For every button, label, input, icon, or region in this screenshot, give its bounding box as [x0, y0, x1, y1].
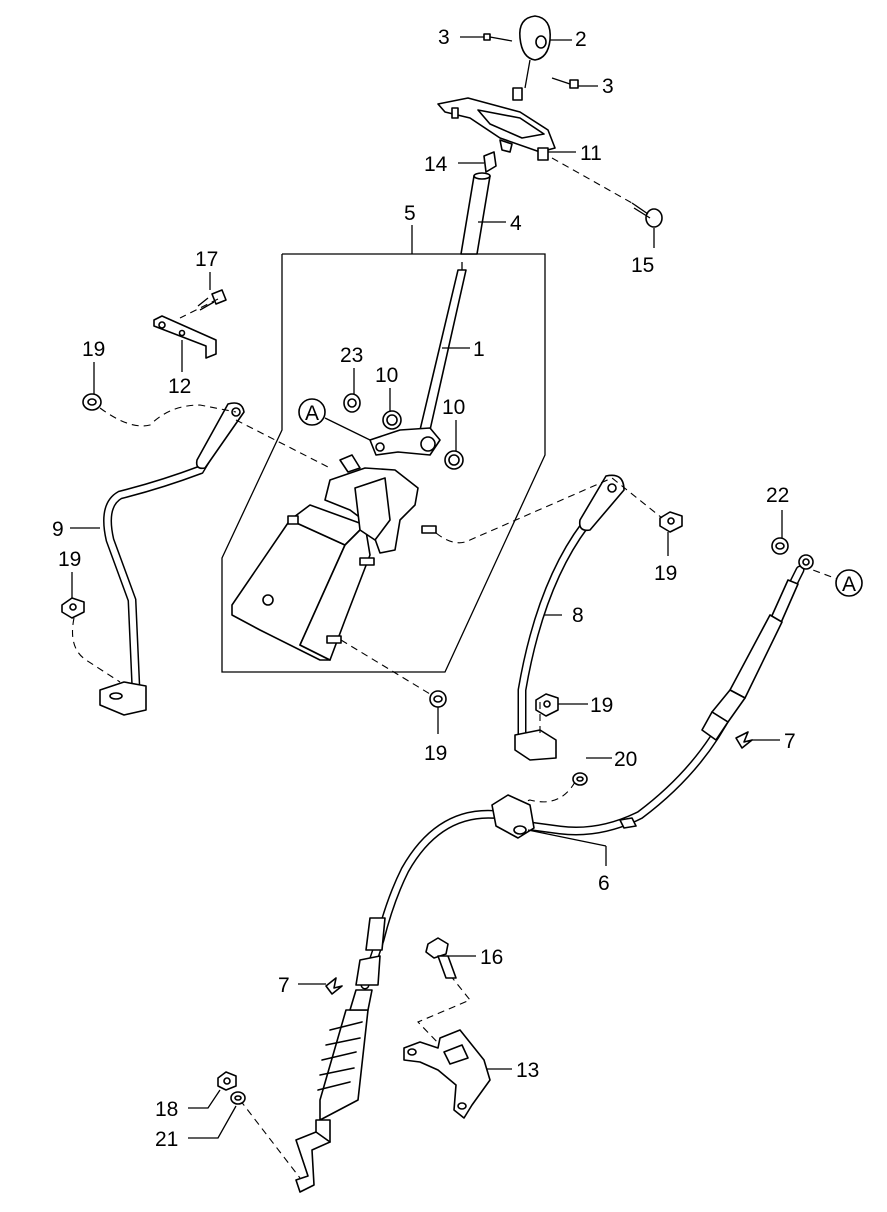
label-1: 1 [473, 338, 485, 361]
dashed-leaders [71, 298, 841, 1179]
part-labels: 3 2 3 11 14 5 4 15 17 1 19 23 10 12 10 2… [52, 26, 796, 1151]
label-3-top-left: 3 [438, 26, 450, 49]
label-19-top-left: 19 [82, 338, 105, 361]
label-13: 13 [516, 1059, 539, 1082]
clip-7-lower [325, 977, 343, 995]
label-10-right: 10 [442, 396, 465, 419]
reference-a-upper: A [298, 398, 371, 441]
label-19-center: 19 [424, 742, 447, 765]
label-11: 11 [580, 142, 602, 165]
label-9: 9 [52, 518, 64, 541]
label-7-upper: 7 [784, 730, 796, 753]
screw-3-right [551, 77, 579, 89]
label-21: 21 [155, 1128, 178, 1151]
washer-21 [230, 1091, 246, 1105]
nut-19-lower-right [535, 693, 559, 717]
nut-23 [343, 393, 361, 413]
label-19-mid-left: 19 [58, 548, 81, 571]
clip-14 [483, 151, 497, 173]
label-7-lower: 7 [278, 974, 290, 997]
bracket-13 [403, 1029, 491, 1119]
tube-4[interactable] [460, 172, 491, 255]
label-18: 18 [155, 1098, 178, 1121]
nut-19-center [429, 690, 447, 708]
nut-19-right [659, 511, 683, 533]
label-8: 8 [572, 604, 584, 627]
bushing-10-left [382, 410, 402, 430]
bracket-rod-8[interactable] [514, 474, 625, 761]
screw-15 [631, 202, 663, 228]
reference-a-right-label: A [842, 573, 856, 596]
label-12: 12 [168, 375, 191, 398]
label-16: 16 [480, 946, 503, 969]
shift-cable[interactable] [295, 554, 814, 1193]
label-2: 2 [575, 28, 587, 51]
washer-20 [572, 772, 588, 786]
label-20: 20 [614, 748, 637, 771]
clip-7-upper [735, 731, 753, 749]
bracket-12 [153, 315, 217, 359]
label-19-right: 19 [654, 562, 677, 585]
label-5: 5 [404, 202, 416, 225]
label-3-top-right: 3 [602, 75, 614, 98]
reference-a-right: A [835, 569, 863, 597]
label-22: 22 [766, 484, 789, 507]
label-4: 4 [510, 212, 522, 235]
label-10-left: 10 [375, 364, 398, 387]
label-19-lower-right: 19 [590, 694, 613, 717]
assembly-box-5 [221, 225, 546, 673]
label-15: 15 [631, 254, 654, 277]
nut-19-left-top [82, 393, 102, 411]
indicator-plate[interactable] [437, 97, 556, 161]
bushing-10-right [444, 450, 464, 470]
bolt-16 [425, 937, 457, 979]
label-6: 6 [598, 872, 610, 895]
nut-18 [217, 1071, 237, 1091]
label-23: 23 [340, 344, 363, 367]
nut-22 [771, 537, 789, 555]
lever-pivot-arm [369, 427, 441, 456]
reference-a-upper-label: A [305, 402, 319, 425]
shift-knob[interactable] [512, 15, 552, 101]
shift-bracket-body[interactable] [231, 454, 437, 661]
label-leaders [70, 36, 783, 1139]
bracket-rod-9[interactable] [99, 402, 245, 716]
nut-19-left-mid [61, 597, 85, 619]
label-17: 17 [195, 248, 218, 271]
label-14: 14 [424, 153, 448, 176]
screw-3-left [483, 33, 513, 42]
